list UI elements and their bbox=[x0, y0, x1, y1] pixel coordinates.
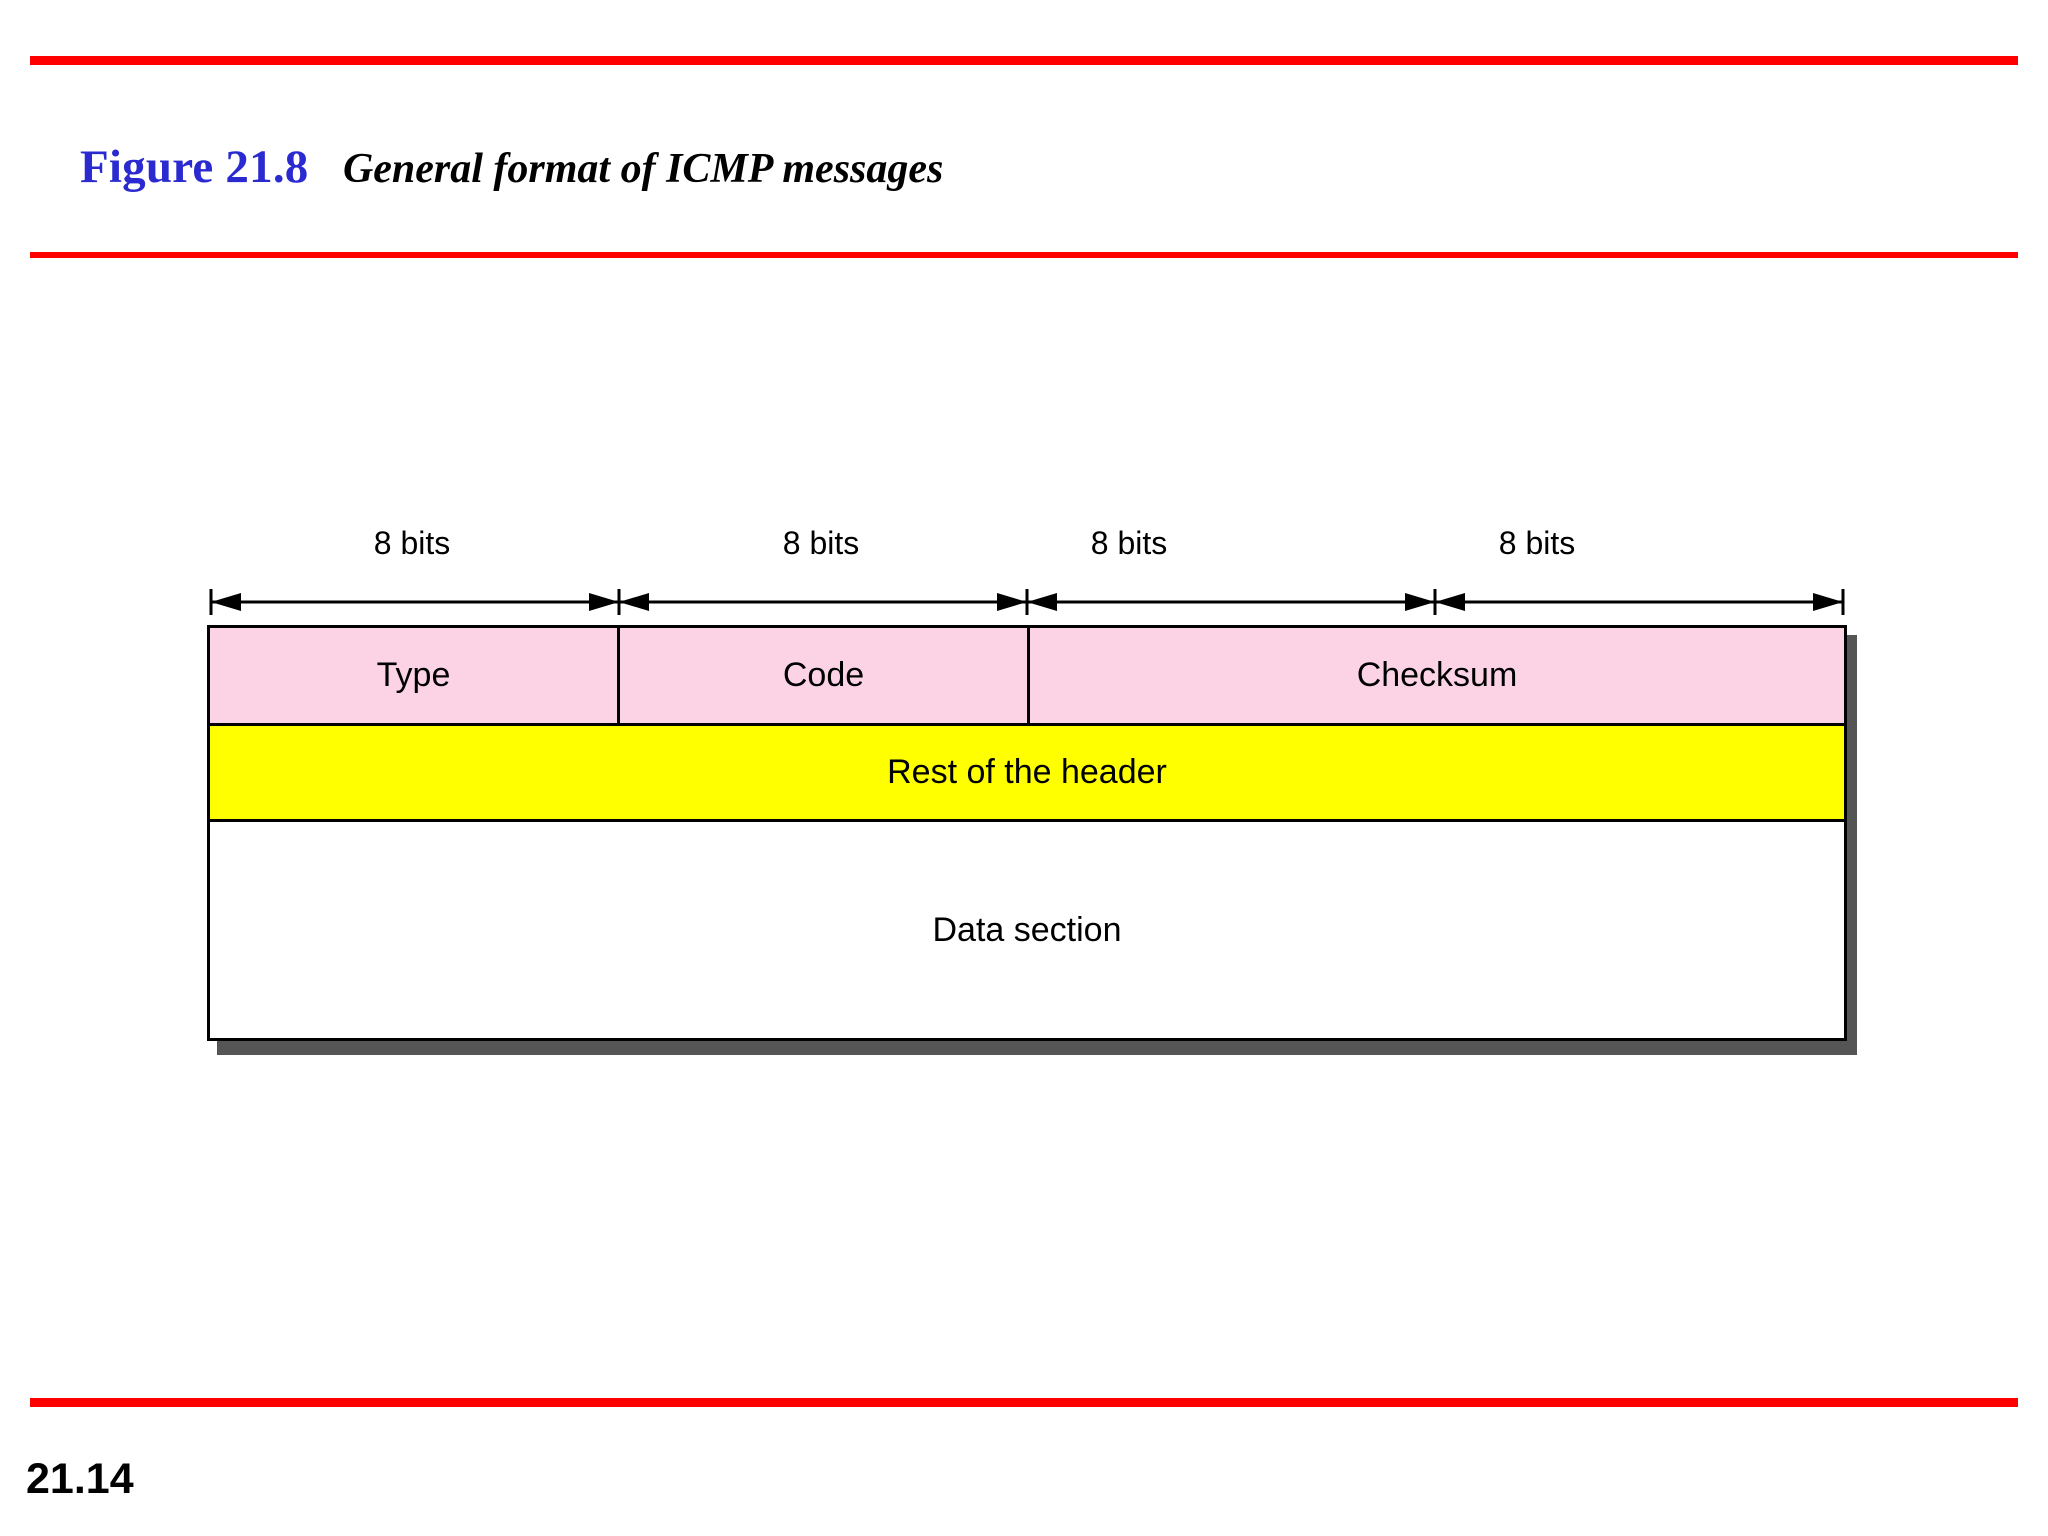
bit-label-4: 8 bits bbox=[1498, 525, 1576, 561]
field-code: Code bbox=[620, 628, 1030, 723]
field-data-section: Data section bbox=[210, 822, 1844, 1038]
field-checksum: Checksum bbox=[1030, 628, 1844, 723]
bit-label-2: 8 bits bbox=[782, 525, 860, 561]
icmp-message-format-diagram: 8 bits 8 bits 8 bits 8 bits bbox=[207, 525, 1857, 1075]
top-rule-primary bbox=[30, 56, 2018, 65]
bit-measure-ruler bbox=[207, 587, 1847, 617]
bit-label-1: 8 bits bbox=[373, 525, 451, 561]
header-row: Type Code Checksum bbox=[207, 625, 1847, 723]
page-number: 21.14 bbox=[26, 1455, 134, 1503]
figure-label: Figure 21.8 bbox=[80, 141, 309, 193]
bottom-rule bbox=[30, 1398, 2018, 1407]
figure-caption: General format of ICMP messages bbox=[342, 146, 944, 192]
field-rest-of-header: Rest of the header bbox=[210, 726, 1844, 819]
packet-box-stack: Type Code Checksum Rest of the header Da… bbox=[207, 625, 1857, 1055]
field-type: Type bbox=[210, 628, 620, 723]
data-section-row: Data section bbox=[207, 819, 1847, 1041]
top-rule-secondary bbox=[30, 252, 2018, 258]
rest-of-header-row: Rest of the header bbox=[207, 723, 1847, 819]
figure-title: Figure 21.8 General format of ICMP messa… bbox=[80, 140, 943, 194]
bit-width-labels: 8 bits 8 bits 8 bits 8 bits bbox=[207, 525, 1847, 573]
bit-label-3: 8 bits bbox=[1090, 525, 1168, 561]
